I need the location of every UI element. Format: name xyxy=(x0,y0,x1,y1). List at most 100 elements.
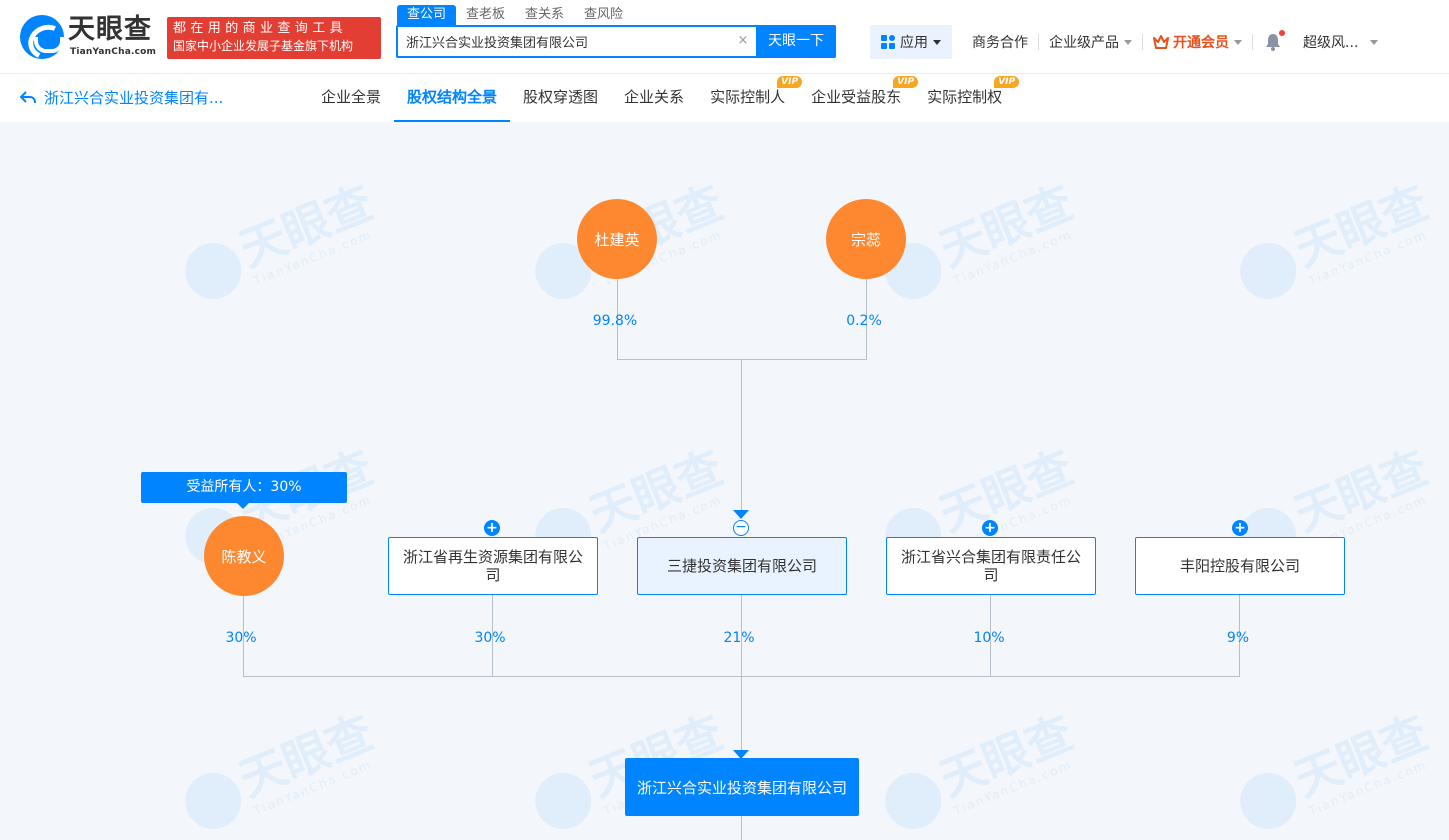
shareholder-node[interactable]: 陈教义 xyxy=(204,516,284,596)
logo-subtext: TianYanCha.com xyxy=(70,47,157,57)
shareholder-company-node[interactable]: 浙江省再生资源集团有限公司 xyxy=(388,537,598,595)
search-tab-risk[interactable]: 查风险 xyxy=(584,7,624,22)
back-link-label: 浙江兴合实业投资集团有... xyxy=(44,89,224,107)
tab-enterprise-overview[interactable]: 企业全景 xyxy=(308,74,394,122)
shareholder-company-node[interactable]: 丰阳控股有限公司 xyxy=(1135,537,1345,595)
share-percentage: 30% xyxy=(225,630,257,646)
connector-line xyxy=(1239,595,1240,677)
connector-line xyxy=(866,278,867,360)
shareholder-node[interactable]: 杜建英 xyxy=(577,199,657,279)
enterprise-products-menu[interactable]: 企业级产品 xyxy=(1039,32,1142,52)
connector-line xyxy=(243,595,244,677)
collapse-icon[interactable]: − xyxy=(733,520,749,536)
connector-line xyxy=(741,359,742,512)
chevron-down-icon xyxy=(1124,39,1132,45)
beneficial-owner-tooltip: 受益所有人：30% xyxy=(141,472,347,503)
enterprise-products-label: 企业级产品 xyxy=(1049,35,1119,51)
top-header: 天眼查 TianYanCha.com 都在用的商业查询工具 国家中小企业发展子基… xyxy=(0,0,1449,74)
shareholder-company-node[interactable]: 浙江省兴合集团有限责任公司 xyxy=(886,537,1096,595)
search-tab-boss[interactable]: 查老板 xyxy=(466,7,506,22)
search-tab-relation[interactable]: 查关系 xyxy=(525,7,565,22)
search-input[interactable] xyxy=(398,27,734,56)
target-company-node[interactable]: 浙江兴合实业投资集团有限公司 xyxy=(625,758,859,816)
connector-line xyxy=(990,595,991,677)
tab-label: 股权穿透图 xyxy=(523,88,599,106)
business-cooperation-label: 商务合作 xyxy=(972,35,1028,51)
connector-line xyxy=(492,595,493,677)
tooltip-pointer xyxy=(237,503,249,509)
nav-divider xyxy=(1142,34,1143,50)
connector-line xyxy=(741,595,742,677)
chevron-down-icon xyxy=(1234,39,1242,45)
chevron-down-icon xyxy=(933,39,941,45)
search-type-tabs: 查公司 查老板 查关系 查风险 xyxy=(397,5,633,25)
back-to-company-link[interactable]: 浙江兴合实业投资集团有... xyxy=(20,87,223,108)
tab-equity-penetration[interactable]: 股权穿透图 xyxy=(510,74,611,122)
logo-eye-icon xyxy=(20,15,64,59)
open-vip-label: 开通会员 xyxy=(1173,35,1229,51)
shareholder-node[interactable]: 宗蕊 xyxy=(826,199,906,279)
search-box: × 天眼一下 xyxy=(396,25,836,58)
clear-icon[interactable]: × xyxy=(737,33,749,48)
notification-button[interactable] xyxy=(1253,25,1293,59)
expand-icon[interactable]: + xyxy=(484,520,500,536)
header-nav: 应用 商务合作 企业级产品 开通会员 超级风... xyxy=(870,25,1388,59)
nav-divider xyxy=(1252,34,1253,50)
tab-label: 实际控制权 xyxy=(927,88,1003,106)
user-menu[interactable]: 超级风... xyxy=(1293,32,1388,52)
tab-enterprise-relations[interactable]: 企业关系 xyxy=(611,74,697,122)
bell-icon xyxy=(1266,34,1280,51)
open-vip-menu[interactable]: 开通会员 xyxy=(1143,32,1252,52)
slogan-banner: 都在用的商业查询工具 国家中小企业发展子基金旗下机构 xyxy=(167,17,381,59)
app-menu-button[interactable]: 应用 xyxy=(870,25,952,59)
user-name: 超级风... xyxy=(1303,35,1359,51)
tianyancha-logo[interactable]: 天眼查 TianYanCha.com xyxy=(20,14,160,61)
slogan-line-2: 国家中小企业发展子基金旗下机构 xyxy=(173,39,354,53)
tab-equity-structure[interactable]: 股权结构全景 xyxy=(394,74,511,122)
notification-dot xyxy=(1279,30,1285,36)
connector-line xyxy=(741,816,742,840)
crown-icon xyxy=(1153,35,1169,49)
vip-badge: VIP xyxy=(777,76,803,88)
search-button[interactable]: 天眼一下 xyxy=(756,25,836,58)
chevron-down-icon xyxy=(1370,39,1379,45)
expand-icon[interactable]: + xyxy=(982,520,998,536)
share-percentage: 9% xyxy=(1226,630,1250,646)
logo-text: 天眼查 xyxy=(68,14,152,45)
nav-divider xyxy=(1038,34,1039,50)
search-tab-company[interactable]: 查公司 xyxy=(397,5,457,25)
expand-icon[interactable]: + xyxy=(1232,520,1248,536)
apps-grid-icon xyxy=(881,35,895,49)
back-arrow-icon xyxy=(20,90,36,103)
share-percentage: 10% xyxy=(973,630,1005,646)
vip-badge: VIP xyxy=(893,76,919,88)
tab-label: 实际控制人 xyxy=(710,88,786,106)
app-menu-label: 应用 xyxy=(900,35,928,51)
tab-label: 企业全景 xyxy=(321,88,382,106)
business-cooperation-link[interactable]: 商务合作 xyxy=(962,32,1038,52)
company-subnav: 浙江兴合实业投资集团有... 企业全景 股权结构全景 股权穿透图 企业关系 实际… xyxy=(0,74,1449,122)
connector-line xyxy=(617,359,867,360)
shareholder-company-node[interactable]: 三捷投资集团有限公司 xyxy=(637,537,847,595)
tab-label: 企业关系 xyxy=(624,88,685,106)
vip-badge: VIP xyxy=(994,76,1020,88)
flow-arrow-icon xyxy=(733,510,749,519)
flow-arrow-icon xyxy=(733,750,749,759)
tab-label: 企业受益股东 xyxy=(811,88,902,106)
share-percentage: 30% xyxy=(474,630,506,646)
share-percentage: 99.8% xyxy=(592,313,638,329)
share-percentage: 0.2% xyxy=(846,313,882,329)
connector-line xyxy=(617,278,618,360)
slogan-line-1: 都在用的商业查询工具 xyxy=(173,21,348,36)
